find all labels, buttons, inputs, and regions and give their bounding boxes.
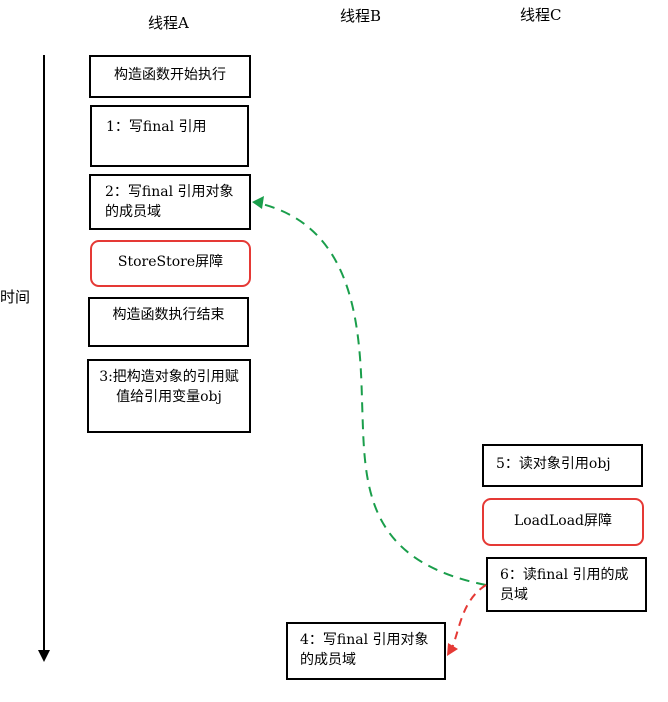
constructor-end-box: 构造函数执行结束 — [88, 297, 249, 347]
constructor-end-text: 构造函数执行结束 — [112, 307, 225, 323]
thread-b-write-final-member-box: 4：写final 引用对象的成员域 — [286, 622, 446, 680]
red-dependency-arrowhead — [447, 643, 458, 656]
write-final-ref-box: 1：写final 引用 — [90, 105, 249, 167]
assign-ref-text: 3:把构造对象的引用赋值给引用变量obj — [99, 369, 239, 405]
read-obj-ref-box: 5：读对象引用obj — [482, 444, 643, 487]
time-axis-label: 时间 — [0, 288, 31, 306]
thread-c-label: 线程C — [520, 6, 562, 24]
constructor-start-text: 构造函数开始执行 — [114, 67, 226, 83]
constructor-start-box: 构造函数开始执行 — [89, 55, 251, 98]
green-dependency-arrowhead — [252, 196, 264, 209]
write-final-member-box: 2：写final 引用对象的成员域 — [89, 174, 251, 230]
thread-a-label: 线程A — [148, 14, 189, 32]
write-final-ref-text: 1：写final 引用 — [106, 119, 207, 135]
time-axis-arrowhead — [38, 650, 50, 662]
loadload-barrier-box: LoadLoad屏障 — [482, 498, 644, 546]
red-dependency-arrow — [451, 584, 487, 649]
storestore-barrier-box: StoreStore屏障 — [90, 240, 251, 287]
thread-b-write-final-member-text: 4：写final 引用对象的成员域 — [300, 632, 429, 668]
thread-b-label: 线程B — [340, 7, 382, 25]
storestore-barrier-text: StoreStore屏障 — [117, 254, 224, 270]
green-dependency-arrow — [257, 202, 487, 586]
read-final-member-box: 6：读final 引用的成员域 — [486, 557, 647, 612]
read-final-member-text: 6：读final 引用的成员域 — [500, 567, 629, 603]
assign-ref-box: 3:把构造对象的引用赋值给引用变量obj — [87, 359, 251, 433]
read-obj-ref-text: 5：读对象引用obj — [496, 456, 611, 472]
write-final-member-text: 2：写final 引用对象的成员域 — [105, 184, 234, 220]
loadload-barrier-text: LoadLoad屏障 — [513, 513, 613, 529]
